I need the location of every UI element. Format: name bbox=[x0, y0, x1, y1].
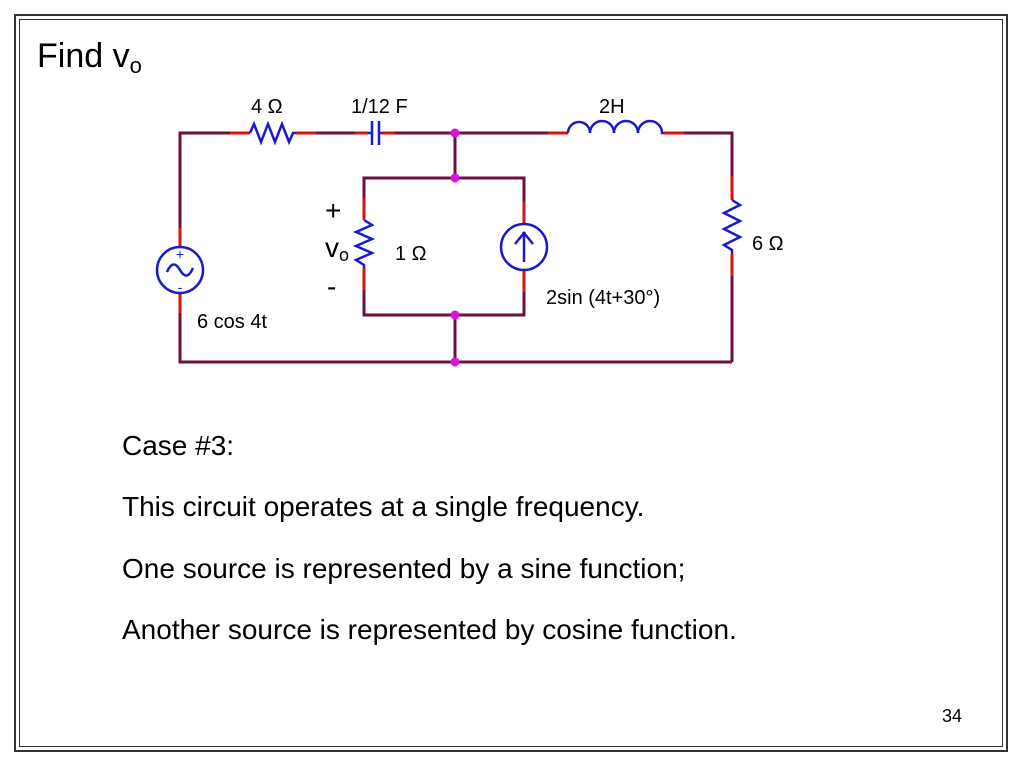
node-inner-bottom bbox=[450, 310, 460, 320]
current-source bbox=[499, 222, 549, 272]
vo-minus-label: - bbox=[327, 271, 337, 302]
body-line-sine: One source is represented by a sine func… bbox=[122, 553, 686, 584]
wire-top-left bbox=[178, 131, 230, 243]
vo-label: vo bbox=[325, 232, 350, 266]
slide-border-inner bbox=[19, 19, 1003, 747]
label-resistor-4ohm: 4 Ω bbox=[251, 96, 283, 118]
inductor-2h bbox=[566, 119, 664, 135]
resistor-4ohm bbox=[248, 120, 296, 146]
slide-border-outer bbox=[14, 14, 1008, 752]
junction-nodes bbox=[450, 128, 460, 367]
vs-minus-sign: - bbox=[178, 279, 183, 295]
resistor-6ohm bbox=[721, 198, 743, 254]
source-polarity: + - - bbox=[176, 223, 527, 295]
terminal-ticks bbox=[178, 131, 734, 313]
components bbox=[155, 119, 743, 295]
vo-plus-label: + bbox=[325, 195, 342, 226]
page-number: 34 bbox=[942, 706, 963, 726]
wire-bottom bbox=[178, 298, 732, 364]
body-line-frequency: This circuit operates at a single freque… bbox=[122, 491, 645, 522]
node-top bbox=[450, 128, 460, 138]
wire-inner-top bbox=[362, 176, 526, 215]
capacitor-1-12f bbox=[368, 121, 382, 145]
wires bbox=[178, 131, 734, 364]
label-resistor-1ohm: 1 Ω bbox=[395, 243, 427, 265]
label-inductor: 2H bbox=[599, 96, 625, 118]
voltage-source bbox=[155, 245, 205, 295]
node-inner-top bbox=[450, 173, 460, 183]
slide-title: Find vo bbox=[37, 37, 142, 78]
resistor-1ohm bbox=[352, 218, 376, 268]
wire-top-right bbox=[675, 131, 734, 190]
label-resistor-6ohm: 6 Ω bbox=[752, 233, 784, 255]
node-bottom bbox=[450, 357, 460, 367]
wire-inner-bottom bbox=[362, 282, 526, 317]
label-current-source: 2sin (4t+30°) bbox=[546, 287, 661, 309]
vs-plus-sign: + bbox=[176, 246, 184, 262]
is-minus-sign: - bbox=[522, 223, 527, 239]
body-line-cosine: Another source is represented by cosine … bbox=[122, 614, 737, 645]
label-capacitor: 1/12 F bbox=[351, 96, 408, 118]
case-heading: Case #3: bbox=[122, 430, 235, 461]
label-voltage-source: 6 cos 4t bbox=[197, 311, 268, 333]
